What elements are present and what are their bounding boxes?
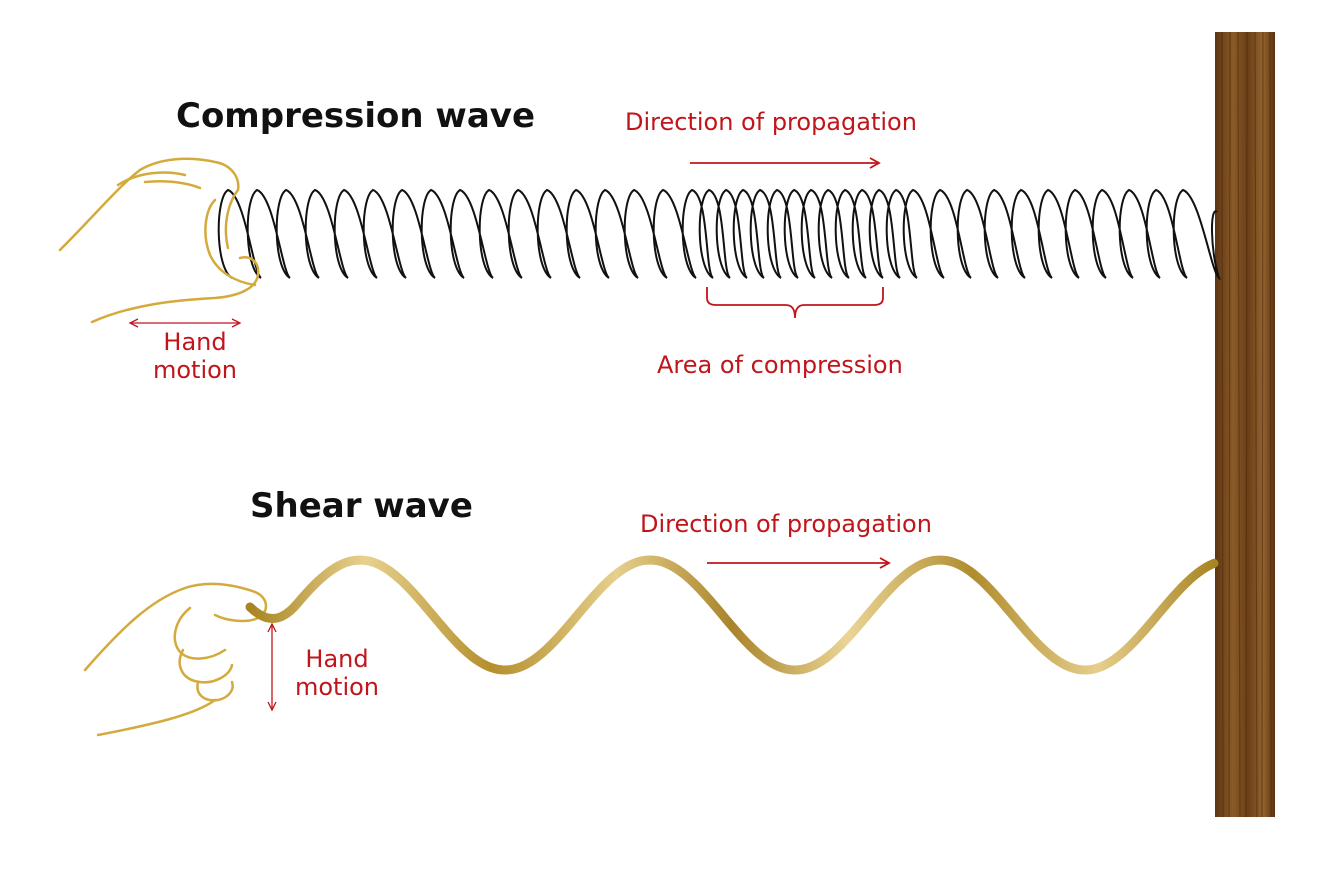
shear-hand-icon xyxy=(83,582,268,737)
shear-hand-motion-line1: Hand xyxy=(305,645,369,673)
wooden-wall xyxy=(1215,31,1275,818)
compression-hand-motion-label: Hand motion xyxy=(140,328,250,384)
shear-wave-title: Shear wave xyxy=(250,486,473,526)
compression-direction-label: Direction of propagation xyxy=(625,108,917,136)
shear-direction-label: Direction of propagation xyxy=(640,510,932,538)
compression-hand-motion-line2: motion xyxy=(152,356,238,384)
compression-hand-motion-arrow xyxy=(128,318,242,328)
shear-hand-motion-line2: motion xyxy=(294,673,380,701)
compression-area-brace xyxy=(706,287,884,319)
area-of-compression-label: Area of compression xyxy=(657,351,903,379)
shear-wave-rope xyxy=(245,555,1219,675)
compression-wave-title: Compression wave xyxy=(176,96,536,136)
compression-direction-arrow xyxy=(690,157,881,169)
compression-hand-icon xyxy=(58,157,260,324)
compression-hand-motion-line1: Hand xyxy=(163,328,227,356)
shear-hand-motion-label: Hand motion xyxy=(282,645,392,701)
shear-direction-arrow xyxy=(707,557,891,569)
spring-coil xyxy=(217,188,1221,281)
shear-hand-motion-arrow xyxy=(267,622,277,712)
